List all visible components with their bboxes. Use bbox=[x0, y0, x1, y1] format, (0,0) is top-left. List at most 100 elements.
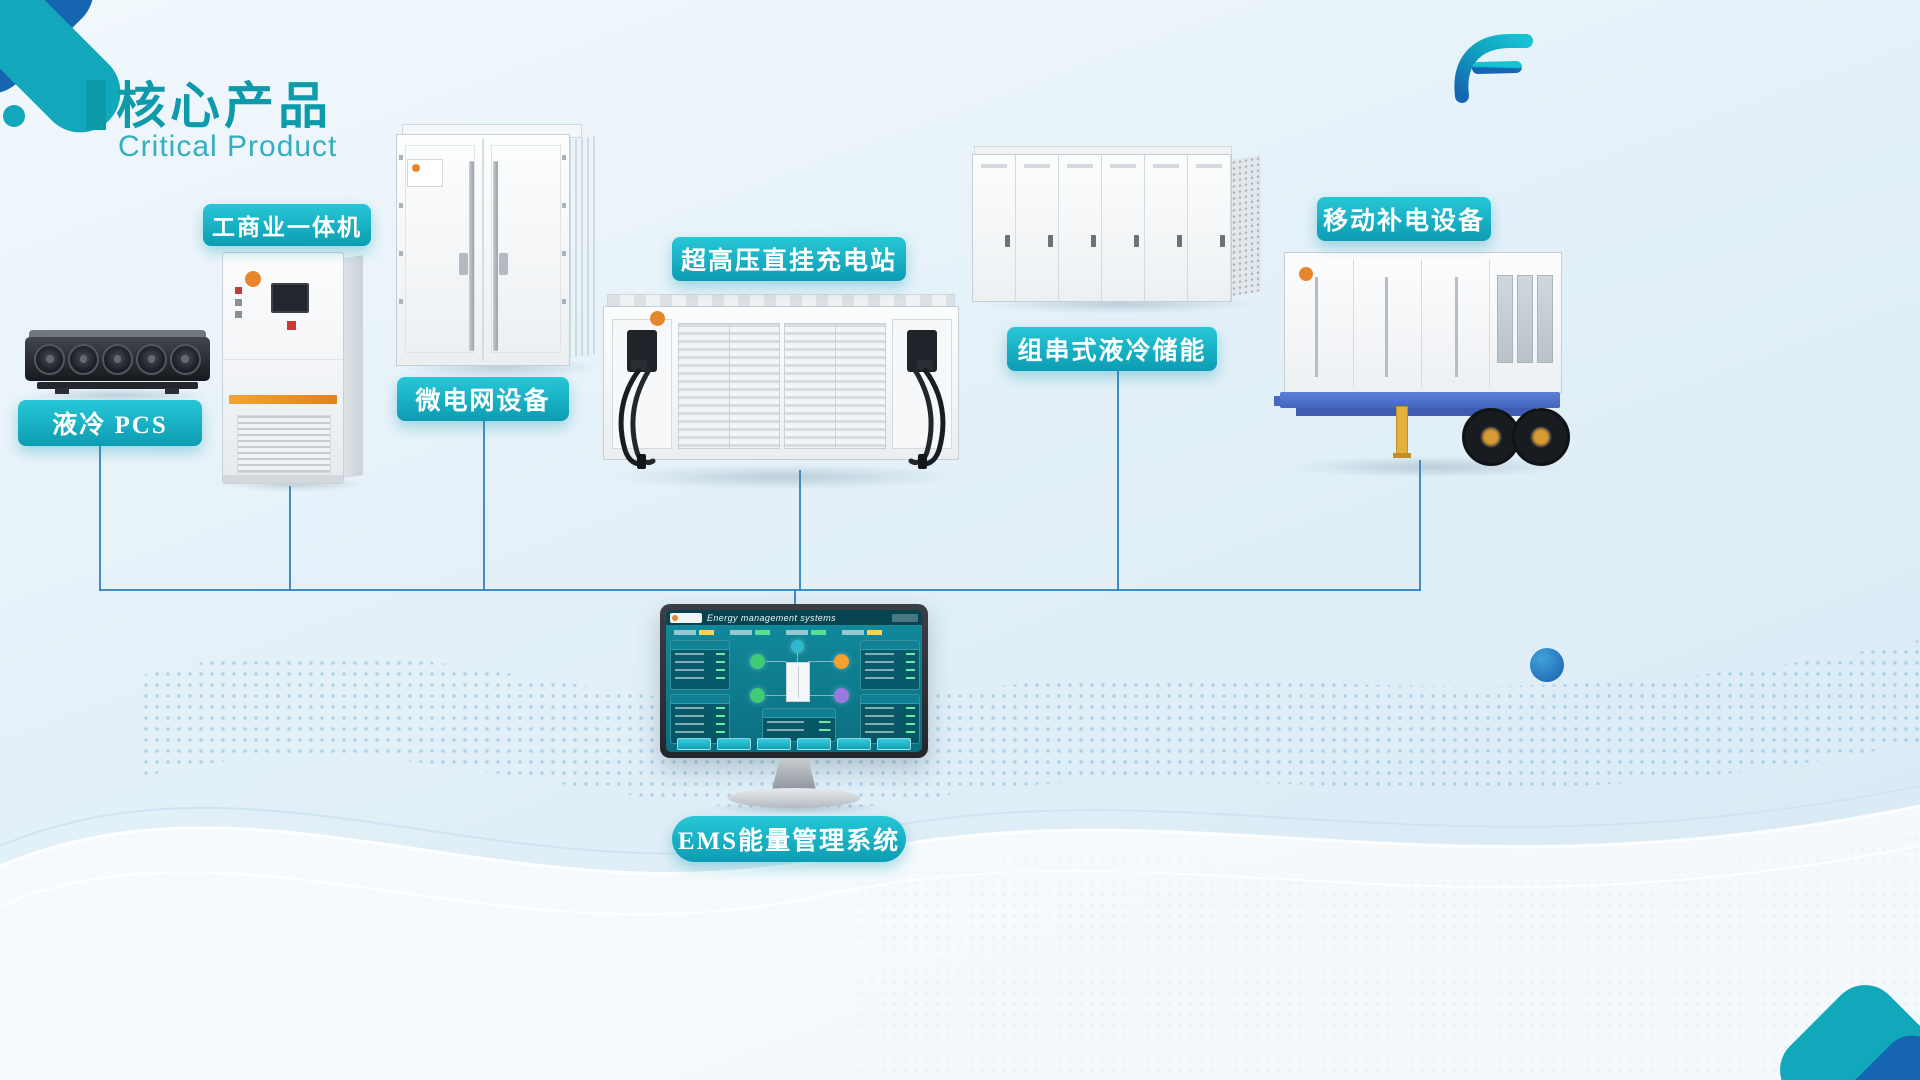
pcs-top-face bbox=[29, 330, 206, 339]
door-panel bbox=[491, 145, 561, 353]
mode-row bbox=[674, 629, 914, 636]
lock-rod bbox=[1385, 277, 1388, 377]
connector-microgrid bbox=[483, 419, 485, 591]
pcs-foot bbox=[165, 388, 179, 394]
title-accent-bar bbox=[86, 80, 106, 130]
screen-logo bbox=[670, 612, 702, 623]
brand-logo-icon bbox=[1454, 34, 1533, 103]
door-divider bbox=[1353, 259, 1354, 387]
fan-icon bbox=[101, 343, 133, 375]
product-label-mobile-charging: 移动补电设备 bbox=[1317, 197, 1491, 241]
pcs-body bbox=[25, 337, 210, 381]
lock-rod bbox=[469, 161, 474, 351]
container-front bbox=[1284, 252, 1562, 394]
cabinet-side-face bbox=[343, 255, 363, 478]
door-divider bbox=[482, 139, 484, 361]
lock-rod bbox=[1455, 277, 1458, 377]
pcs-rail bbox=[37, 382, 198, 389]
hinge-strip bbox=[399, 155, 403, 345]
cabinet-screen bbox=[271, 283, 309, 313]
fan-icon bbox=[169, 343, 201, 375]
product-label-liquid-cooled-pcs: 液冷 PCS bbox=[18, 400, 202, 446]
device-string-storage bbox=[972, 146, 1264, 306]
trailer-beam bbox=[1296, 408, 1536, 416]
screen-button-row bbox=[676, 738, 912, 750]
dotted-wave-band bbox=[140, 640, 1920, 810]
window-slot bbox=[1517, 275, 1533, 363]
device-liquid-cooled-pcs bbox=[25, 330, 210, 396]
device-commercial-all-in-one bbox=[222, 246, 367, 488]
product-label-ems: EMS能量管理系统 bbox=[672, 816, 906, 862]
device-shadow bbox=[610, 464, 960, 490]
flow-line bbox=[766, 661, 786, 662]
door-panel bbox=[1102, 155, 1145, 301]
orange-band bbox=[229, 395, 337, 404]
corner-shape-blue bbox=[1839, 1035, 1920, 1080]
product-label-all-in-one: 工商业一体机 bbox=[203, 204, 371, 246]
flow-line bbox=[808, 661, 834, 662]
pcs-foot bbox=[55, 388, 69, 394]
vent-grille bbox=[237, 415, 331, 473]
data-panel bbox=[670, 640, 730, 690]
door-divider bbox=[1421, 259, 1422, 387]
flow-line bbox=[808, 695, 834, 696]
cabinet-divider bbox=[223, 359, 343, 360]
door-divider bbox=[1489, 259, 1490, 387]
mode-chip bbox=[842, 629, 882, 636]
corner-shape-teal bbox=[0, 0, 121, 133]
page-title: 核心产品 bbox=[116, 78, 332, 134]
product-label-microgrid: 微电网设备 bbox=[397, 377, 569, 421]
wave-line bbox=[0, 845, 1920, 916]
door-handle bbox=[459, 253, 468, 275]
corner-dot bbox=[3, 105, 25, 127]
cabinet-base bbox=[223, 475, 343, 483]
door-panel bbox=[405, 145, 475, 353]
bus-line bbox=[99, 589, 1421, 591]
brand-dot-icon bbox=[245, 271, 261, 287]
data-panel bbox=[670, 694, 730, 744]
door-panel bbox=[1059, 155, 1102, 301]
label-plate bbox=[407, 159, 443, 187]
container-front bbox=[972, 154, 1232, 302]
screen-title: Energy management systems bbox=[707, 612, 837, 623]
screen-button bbox=[877, 738, 911, 750]
device-charging-station bbox=[603, 294, 961, 480]
door-panel bbox=[1016, 155, 1059, 301]
fan-icon bbox=[135, 343, 167, 375]
device-shadow bbox=[28, 388, 208, 402]
screen-button bbox=[757, 738, 791, 750]
brand-dot-icon bbox=[650, 311, 665, 326]
connector-mobile bbox=[1419, 460, 1421, 591]
connector-all-in-one bbox=[289, 486, 291, 591]
hinge-strip bbox=[562, 155, 566, 345]
screen-button bbox=[837, 738, 871, 750]
side-circle bbox=[1530, 648, 1564, 682]
connector-ems bbox=[794, 589, 796, 609]
door-panel bbox=[1145, 155, 1188, 301]
screen-button bbox=[717, 738, 751, 750]
screen-clock bbox=[892, 613, 918, 622]
lock-rod bbox=[1315, 277, 1318, 377]
louver-doors bbox=[678, 323, 780, 449]
flow-cabinet bbox=[786, 662, 810, 702]
device-mobile-charging bbox=[1274, 246, 1570, 472]
monitor-base bbox=[728, 788, 860, 808]
window-slot bbox=[1497, 275, 1513, 363]
battery-node-icon bbox=[750, 688, 765, 703]
mode-chip bbox=[730, 629, 770, 636]
device-microgrid bbox=[396, 124, 598, 374]
cabinet-front bbox=[222, 252, 344, 484]
load-node-icon bbox=[834, 654, 849, 669]
screen-header: Energy management systems bbox=[666, 610, 922, 625]
pv-node-icon bbox=[750, 654, 765, 669]
monitor-stand bbox=[772, 758, 816, 790]
door-handle bbox=[499, 253, 508, 275]
page-subtitle: Critical Product bbox=[118, 130, 338, 163]
container-front bbox=[603, 306, 959, 460]
landing-leg bbox=[1393, 406, 1411, 458]
window-slot bbox=[1537, 275, 1553, 363]
status-light bbox=[235, 287, 242, 294]
data-panel bbox=[860, 694, 920, 744]
